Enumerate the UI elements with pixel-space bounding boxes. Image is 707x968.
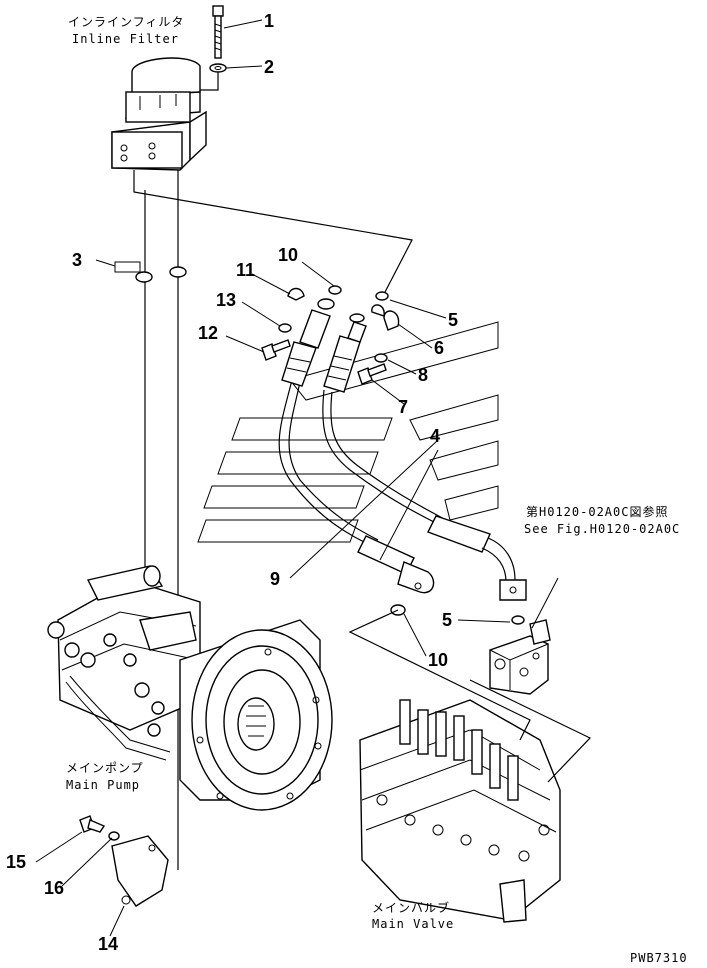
bolt-part-12 bbox=[261, 339, 291, 361]
callout-8: 8 bbox=[418, 365, 428, 385]
bolt-part-1 bbox=[212, 5, 224, 59]
o-ring-part-10-upper bbox=[328, 285, 342, 295]
o-ring-part-5-lower bbox=[511, 615, 525, 625]
callout-15: 15 bbox=[6, 852, 26, 872]
callout-16: 16 bbox=[44, 878, 64, 898]
reference-label-jp: 第H0120-02A0C図参照 bbox=[526, 504, 668, 519]
callout-11: 11 bbox=[236, 260, 255, 280]
o-ring-part-5-upper bbox=[375, 291, 389, 301]
callout-5-lower: 5 bbox=[442, 610, 452, 630]
bracket-part-14 bbox=[111, 835, 169, 907]
callout-6: 6 bbox=[434, 338, 444, 358]
bolt-part-7 bbox=[357, 363, 387, 385]
main-valve-label-jp: メインバルブ bbox=[372, 900, 450, 915]
callout-10-lower: 10 bbox=[428, 650, 448, 670]
main-pump-label-en: Main Pump bbox=[66, 778, 140, 792]
drawing-id: PWB7310 bbox=[630, 951, 688, 965]
reference-label-en: See Fig.H0120-02A0C bbox=[524, 522, 680, 536]
washer-part-13 bbox=[278, 323, 292, 333]
hose-assembly-left bbox=[278, 298, 435, 594]
callout-10-upper: 10 bbox=[278, 245, 298, 265]
callout-14: 14 bbox=[98, 934, 118, 954]
callout-7: 7 bbox=[398, 397, 408, 417]
callout-2: 2 bbox=[264, 57, 274, 77]
inline-filter-label-en: Inline Filter bbox=[72, 32, 179, 46]
inline-filter bbox=[111, 57, 207, 171]
inline-filter-label-jp: インラインフィルタ bbox=[68, 15, 184, 29]
pilot-valve-block bbox=[489, 619, 551, 695]
callout-5-upper: 5 bbox=[448, 310, 458, 330]
watermark-logo bbox=[197, 321, 499, 543]
callout-9: 9 bbox=[270, 569, 280, 589]
split-flange-part-11 bbox=[287, 287, 305, 301]
main-pump-label-jp: メインポンプ bbox=[66, 761, 144, 775]
hose-assembly-right bbox=[322, 313, 527, 601]
callout-13: 13 bbox=[216, 290, 236, 310]
washer-part-8 bbox=[374, 353, 388, 363]
split-flange-part-6 bbox=[383, 310, 400, 331]
leader-lines bbox=[35, 19, 511, 937]
main-pump bbox=[47, 565, 333, 811]
callout-4: 4 bbox=[430, 426, 440, 446]
washer-part-2 bbox=[209, 63, 227, 73]
callout-3: 3 bbox=[72, 250, 82, 270]
main-valve-label-en: Main Valve bbox=[372, 917, 454, 931]
callout-1: 1 bbox=[264, 11, 274, 31]
bolt-part-15 bbox=[79, 815, 106, 833]
main-valve bbox=[359, 699, 561, 923]
callout-12: 12 bbox=[198, 323, 218, 343]
